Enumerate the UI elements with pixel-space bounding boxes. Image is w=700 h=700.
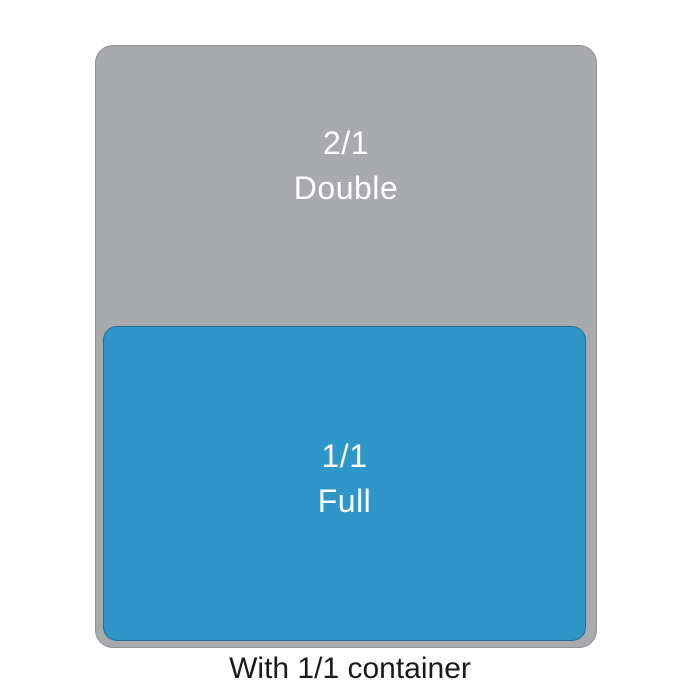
full-name-label: Full (317, 482, 372, 519)
double-name-label: Double (293, 170, 399, 206)
full-container-shape: 1/1 Full (103, 326, 586, 641)
double-size-label: 2/1 (323, 125, 369, 161)
double-container-label: 2/1 Double (294, 121, 398, 211)
diagram-caption: With 1/1 container (229, 652, 471, 685)
full-size-label: 1/1 (321, 437, 368, 474)
full-container-label: 1/1 Full (318, 434, 372, 524)
